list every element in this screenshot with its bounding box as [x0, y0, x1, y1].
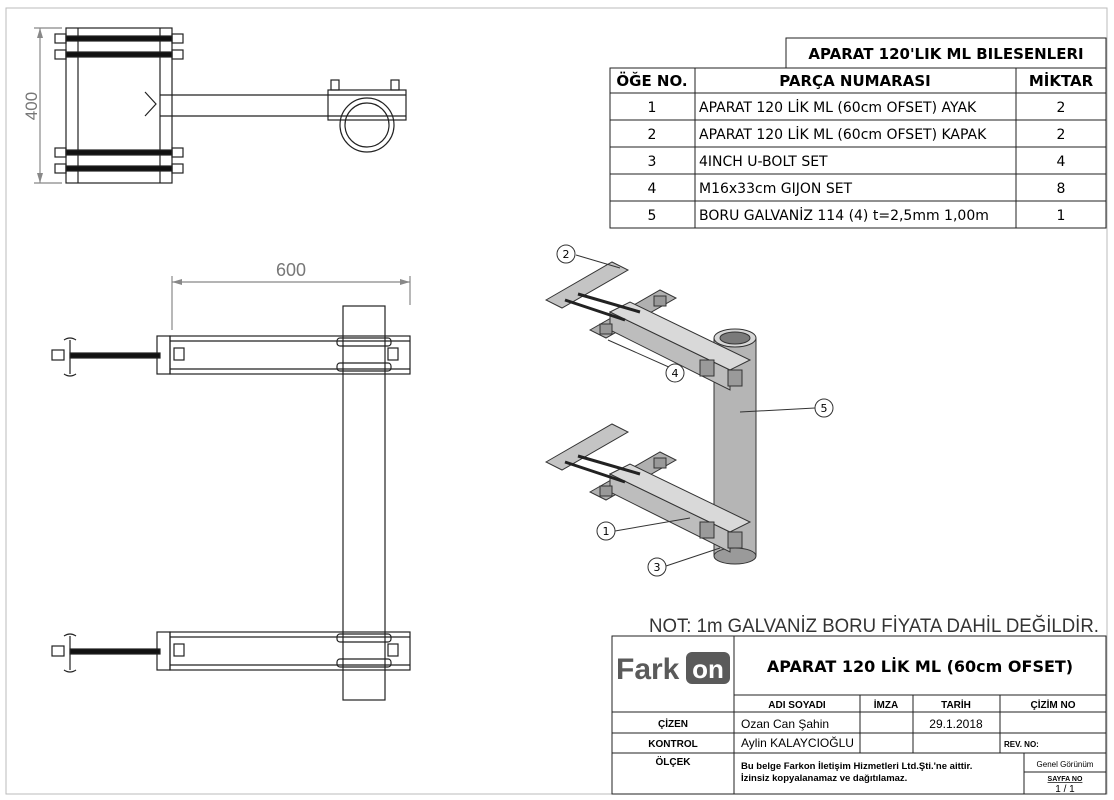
col-date-label: TARİH: [941, 698, 971, 711]
col-name-label: ADI SOYADI: [768, 700, 826, 711]
front-pipe: [342, 305, 386, 701]
drawn-date: 29.1.2018: [929, 717, 983, 731]
logo-text-left: Fark: [616, 653, 680, 686]
bom-cell-no: 5: [648, 208, 657, 224]
bom-header-qty: MİKTAR: [1029, 71, 1094, 90]
pipe-circle: [339, 97, 395, 153]
upper-arm: [169, 335, 411, 375]
check-name: Aylin KALAYCIOĞLU: [741, 735, 854, 750]
bom-title: APARAT 120'LIK ML BILESENLERI: [808, 45, 1083, 63]
bom-header-no: ÖĞE NO.: [616, 71, 687, 90]
balloon-3: [647, 557, 667, 577]
copyright-line-1: Bu belge Farkon İletişim Hizmetleri Ltd.…: [741, 761, 972, 772]
iso-lower-cap: [544, 423, 630, 471]
bom-cell-no: 4: [648, 181, 657, 197]
balloon-2: [556, 244, 576, 264]
balloons: [556, 244, 834, 577]
sheet-value: 1 / 1: [1055, 784, 1075, 795]
bom-cell-part: BORU GALVANİZ 114 (4) t=2,5mm 1,00m: [699, 206, 989, 224]
balloon-5-label: 5: [821, 402, 828, 415]
row-check-label: KONTROL: [648, 739, 697, 750]
drawn-name: Ozan Can Şahin: [741, 717, 829, 731]
balloon-3-label: 3: [654, 561, 661, 574]
dim-400-label: 400: [22, 92, 41, 120]
row-drawn-label: ÇİZEN: [658, 717, 688, 730]
title-block: [611, 635, 1107, 795]
plate-frame: [65, 27, 173, 184]
bom-cell-no: 1: [648, 100, 657, 116]
bom-cell-qty: 2: [1057, 127, 1066, 143]
row-scale-label: ÖLÇEK: [656, 755, 692, 768]
logo-text-right: on: [692, 654, 724, 684]
bom-header-part: PARÇA NUMARASI: [779, 72, 930, 90]
balloon-1-label: 1: [603, 525, 610, 538]
farkon-logo: Fark on: [616, 652, 730, 686]
balloon-5: [814, 398, 834, 418]
col-drawing-no-label: ÇİZİM NO: [1031, 698, 1076, 711]
balloon-4: [665, 363, 685, 383]
bom-table: [609, 37, 1107, 229]
top-view: [34, 27, 407, 184]
bom-cell-qty: 8: [1057, 181, 1066, 197]
bom-cell-no: 3: [648, 154, 657, 170]
drawing-title: APARAT 120 LİK ML (60cm OFSET): [767, 657, 1073, 676]
view-label: Genel Görünüm: [1037, 760, 1094, 769]
bom-cell-qty: 1: [1057, 208, 1066, 224]
bom-cell-part: APARAT 120 LİK ML (60cm OFSET) AYAK: [699, 98, 977, 116]
front-view: [51, 276, 411, 701]
bom-cell-qty: 2: [1057, 100, 1066, 116]
dim-600-label: 600: [276, 260, 306, 280]
copyright-line-2: İzinsiz kopyalanamaz ve dağıtılamaz.: [741, 773, 907, 784]
balloon-2-label: 2: [563, 248, 570, 261]
rev-label: REV. NO:: [1004, 740, 1039, 749]
bom-cell-no: 2: [648, 127, 657, 143]
sheet-border: [5, 7, 1108, 795]
sheet-label: SAYFA NO: [1048, 776, 1083, 783]
bom-cell-qty: 4: [1057, 154, 1066, 170]
bom-cell-part: M16x33cm GIJON SET: [699, 181, 853, 197]
bom-cell-part: APARAT 120 LİK ML (60cm OFSET) KAPAK: [699, 125, 987, 143]
isometric-view: [544, 261, 757, 565]
bom-cell-part: 4INCH U-BOLT SET: [699, 154, 828, 170]
balloon-1: [596, 521, 616, 541]
col-sign-label: İMZA: [874, 698, 898, 711]
iso-upper-cap: [544, 261, 630, 309]
lower-arm: [169, 631, 411, 671]
note-text: NOT: 1m GALVANİZ BORU FİYATA DAHİL DEĞİL…: [649, 615, 1099, 637]
balloon-4-label: 4: [672, 367, 679, 380]
